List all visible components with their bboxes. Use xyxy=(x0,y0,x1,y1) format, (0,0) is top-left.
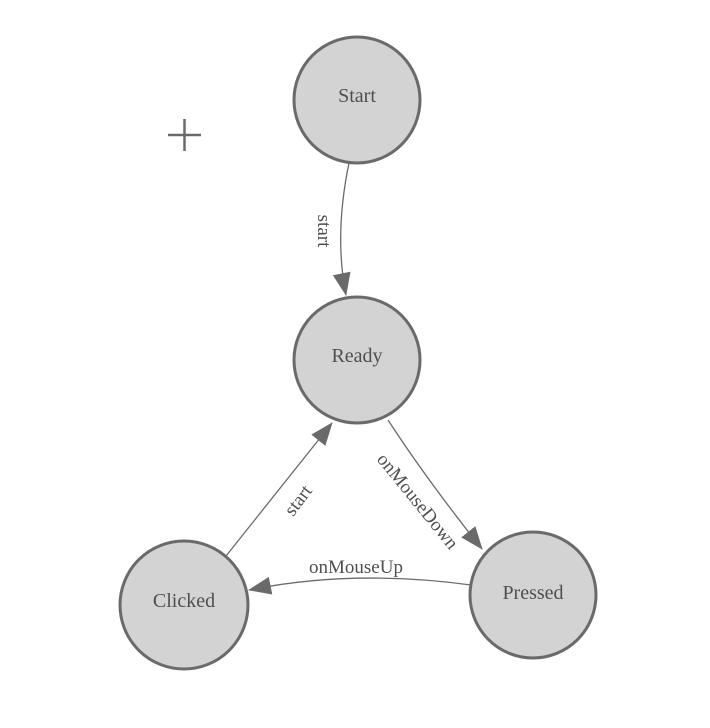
state-label: Clicked xyxy=(153,590,215,612)
state-circle[interactable] xyxy=(292,35,422,165)
state-node-pressed[interactable]: Pressed xyxy=(468,530,598,660)
state-circle[interactable] xyxy=(118,539,250,671)
state-circle[interactable] xyxy=(292,295,422,425)
state-node-ready[interactable]: Ready xyxy=(292,295,422,425)
state-circle[interactable] xyxy=(468,530,598,660)
transition-pressed-to-clicked[interactable]: onMouseUp xyxy=(248,557,472,595)
state-node-start[interactable]: Start xyxy=(292,35,422,165)
state-node-clicked[interactable]: Clicked xyxy=(118,539,250,671)
transition-ready-to-pressed[interactable]: onMouseDown xyxy=(372,419,483,554)
state-label: Start xyxy=(338,85,376,107)
transition-clicked-to-ready[interactable]: start xyxy=(225,422,333,557)
state-label: Pressed xyxy=(502,582,563,604)
transition-line[interactable] xyxy=(387,419,483,550)
transition-line[interactable] xyxy=(248,576,472,595)
transition-label: onMouseDown xyxy=(372,449,462,554)
transition-start-to-ready[interactable]: start xyxy=(313,162,351,296)
transition-label: onMouseUp xyxy=(309,557,403,578)
transition-label: start xyxy=(280,481,317,520)
crosshair-icon xyxy=(168,119,201,151)
state-label: Ready xyxy=(331,345,382,367)
transition-line[interactable] xyxy=(225,422,333,557)
transition-label: start xyxy=(313,215,334,248)
transition-line[interactable] xyxy=(332,162,351,296)
